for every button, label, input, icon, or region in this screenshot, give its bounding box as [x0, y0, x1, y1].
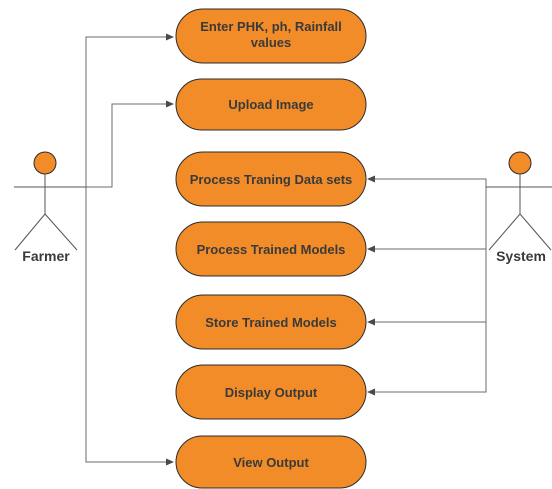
actor-head	[33, 151, 57, 175]
connector-system-display-output	[367, 187, 487, 396]
use-case-store-trained-models: Store Trained Models	[175, 294, 367, 350]
connector-farmer-enter-values	[85, 33, 174, 187]
use-case-label: Process Traning Data sets	[190, 172, 353, 187]
use-case-label-line2: values	[251, 35, 291, 50]
connector-system-process-models	[367, 187, 487, 253]
system-connectors	[367, 175, 487, 396]
connector-system-store-models	[367, 187, 487, 326]
use-case-display-output: Display Output	[175, 364, 367, 420]
use-case-label: Display Output	[225, 385, 318, 400]
use-case-view-output: View Output	[175, 435, 367, 489]
use-case-label: Store Trained Models	[205, 315, 336, 330]
actor-system: System	[486, 151, 552, 264]
use-case-label: Process Trained Models	[197, 242, 346, 257]
use-case-upload-image: Upload Image	[175, 78, 367, 131]
actor-farmer: Farmer	[14, 151, 86, 264]
connector-farmer-view-output	[85, 187, 174, 466]
connector-system-process-training	[367, 175, 487, 187]
use-case-label: Upload Image	[228, 97, 313, 112]
use-case-label: View Output	[233, 455, 309, 470]
connector-farmer-upload-image	[86, 100, 174, 188]
use-case-process-training-data: Process Traning Data sets	[175, 151, 367, 207]
use-case-enter-values: Enter PHK, ph, Rainfall values	[175, 8, 367, 64]
actor-label-farmer: Farmer	[22, 248, 70, 264]
actor-label-system: System	[496, 248, 546, 264]
use-case-process-trained-models: Process Trained Models	[175, 221, 367, 277]
farmer-connectors	[85, 33, 174, 466]
actor-head	[508, 151, 532, 175]
use-case-label: Enter PHK, ph, Rainfall	[200, 19, 342, 34]
